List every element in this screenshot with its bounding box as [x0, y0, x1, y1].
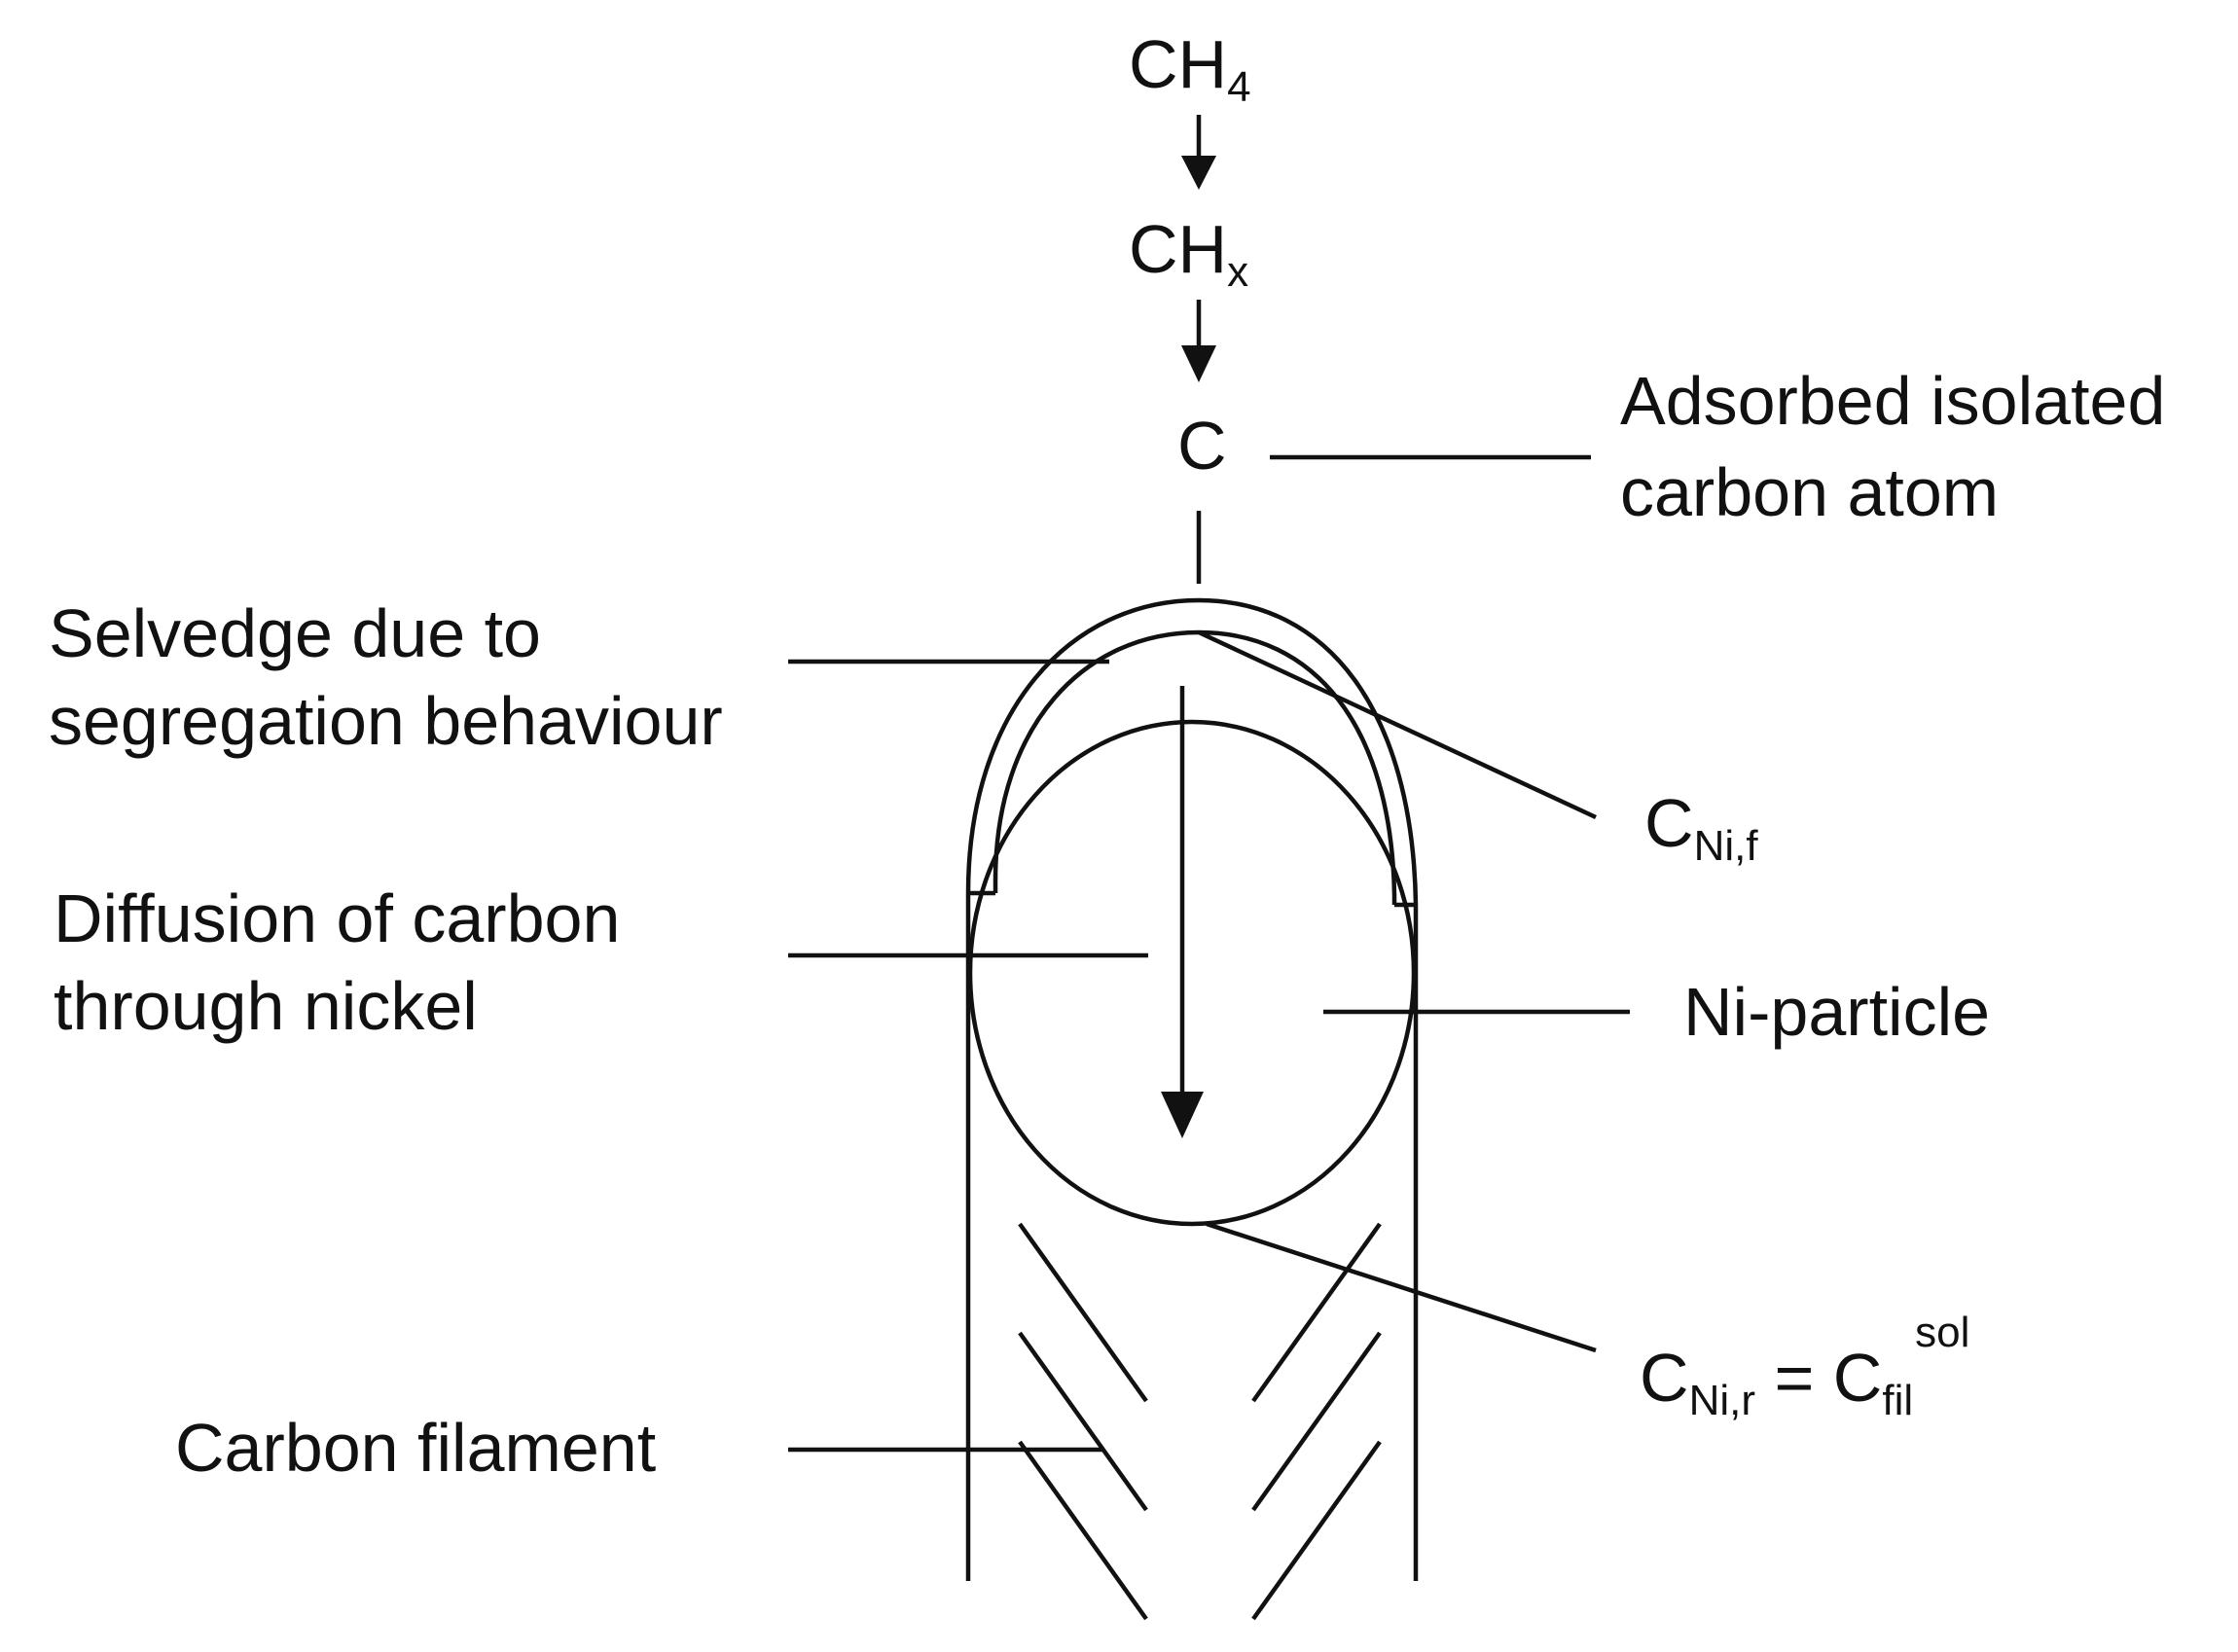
leader-c-ni-r	[1206, 1221, 1597, 1353]
selvedge-shell-inner	[993, 629, 1397, 896]
chx-label: CHx	[1129, 211, 1248, 296]
ni-particle-ellipse	[967, 719, 1417, 1227]
ch4-label: CH4	[1129, 26, 1251, 111]
diffusion-label-line1: Diffusion of carbon	[54, 880, 620, 956]
adsorbed-carbon-label-line1: Adsorbed isolated	[1620, 363, 2165, 439]
diffusion-arrowhead	[1161, 1092, 1204, 1138]
diffusion-label-line2: through nickel	[54, 968, 478, 1044]
carbon-filament-label: Carbon filament	[175, 1410, 656, 1486]
adsorbed-carbon-label-line2: carbon atom	[1620, 454, 1999, 530]
selvedge-label-line1: Selvedge due to	[49, 595, 541, 671]
leader-c-ni-f	[1198, 629, 1597, 820]
ni-particle-label: Ni-particle	[1683, 974, 1990, 1050]
selvedge-label-line2: segregation behaviour	[49, 683, 723, 759]
c-atom-label: C	[1177, 408, 1227, 484]
filament-graphite-planes	[1018, 1222, 1382, 1621]
arrowhead-chx-to-c	[1181, 345, 1216, 382]
c-ni-f-label: CNi,f	[1644, 785, 1758, 870]
c-ni-r-equation-label: CNi,r = Cfilsol	[1640, 1309, 1969, 1424]
arrowhead-ch4-to-chx	[1181, 156, 1216, 190]
selvedge-shell-outer	[965, 597, 1419, 906]
